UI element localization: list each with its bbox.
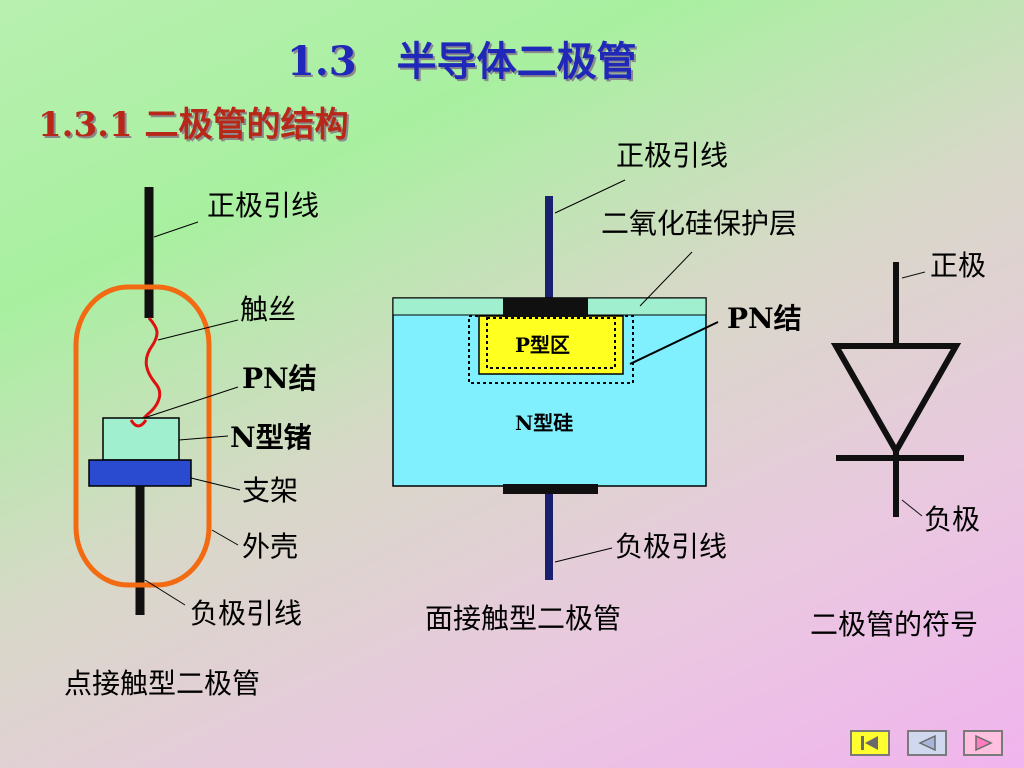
glass-shell <box>73 284 212 588</box>
label-point-pn-junction: PN结 <box>242 362 317 395</box>
leader-sio2-layer <box>639 251 693 307</box>
pn-contact-point <box>129 419 148 428</box>
label-n-germanium: N型锗 <box>230 421 312 454</box>
leader-lines <box>143 221 241 606</box>
p-region-inner <box>486 317 616 369</box>
bracket <box>88 459 192 487</box>
label-junction-pn: PN结 <box>727 302 802 335</box>
label-sio2-layer: 二氧化硅保护层 <box>601 207 798 240</box>
section-title: 1.3.1 二极管的结构 <box>38 105 349 145</box>
first-page-button[interactable] <box>850 730 890 756</box>
next-page-icon <box>975 734 993 752</box>
caption-point-contact: 点接触型二极管 <box>64 667 261 700</box>
label-point-cathode-lead: 负极引线 <box>190 597 303 630</box>
leader-symbol-cathode <box>901 499 923 517</box>
leader-whisker <box>157 319 239 341</box>
leader-junction-cathode-lead <box>554 547 613 563</box>
first-page-icon <box>861 736 878 750</box>
label-symbol-anode: 正极 <box>930 249 987 282</box>
junction-leader-lines <box>554 179 719 563</box>
caption-junction: 面接触型二极管 <box>425 602 622 635</box>
leader-junction-anode-lead <box>554 179 626 214</box>
leader-bracket <box>190 477 241 491</box>
anode-contact <box>503 298 588 317</box>
leader-n-germanium <box>178 435 229 441</box>
label-junction-anode-lead: 正极引线 <box>616 139 729 172</box>
p-region <box>478 315 624 375</box>
label-shell: 外壳 <box>242 530 299 563</box>
label-whisker: 触丝 <box>240 293 297 326</box>
point-contact-diode <box>73 187 241 615</box>
leader-anode-lead <box>153 221 199 238</box>
leader-pn-junction <box>143 386 239 419</box>
whisker-wire <box>136 316 162 426</box>
junction-outline <box>468 315 634 384</box>
page-title: 1.3 半导体二极管 <box>287 38 637 85</box>
cathode-contact <box>503 484 598 494</box>
label-n-silicon: N型硅 <box>515 411 574 435</box>
label-junction-cathode-lead: 负极引线 <box>615 530 728 563</box>
leader-junction-pn <box>629 321 719 365</box>
leader-symbol-anode <box>901 271 926 279</box>
symbol-triangle <box>830 343 962 458</box>
previous-page-button[interactable] <box>907 730 947 756</box>
leader-shell <box>211 529 239 546</box>
label-symbol-cathode: 负极 <box>924 503 981 536</box>
previous-page-icon <box>918 734 936 752</box>
label-p-region: P型区 <box>515 333 571 357</box>
caption-symbol: 二极管的符号 <box>810 608 979 641</box>
junction-diode <box>392 179 719 580</box>
label-point-anode-lead: 正极引线 <box>207 189 320 222</box>
diode-symbol <box>830 262 964 517</box>
next-page-button[interactable] <box>963 730 1003 756</box>
leader-cathode-lead <box>144 579 186 606</box>
label-bracket: 支架 <box>242 474 299 507</box>
